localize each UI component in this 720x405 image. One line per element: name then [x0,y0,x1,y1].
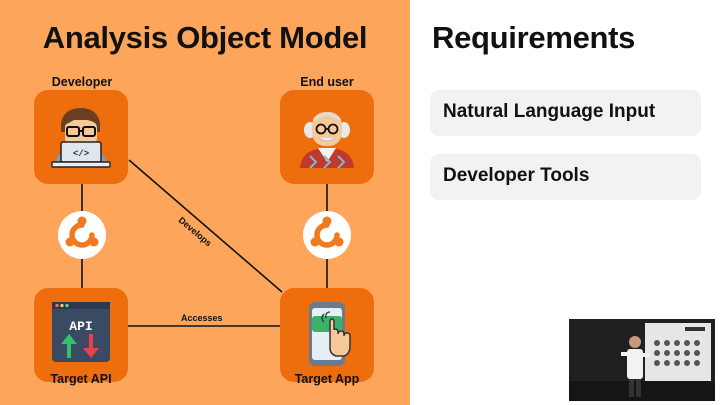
developer-node: </> [34,90,128,184]
requirement-label: Developer Tools [443,165,590,186]
end-user-node [280,90,374,184]
target-api-node: API [34,288,128,382]
accesses-edge-label: Accesses [181,313,223,323]
tap-phone-icon [309,302,351,366]
requirement-card: Natural Language Input [430,90,701,136]
speaker-video-frame [569,319,715,401]
target-app-node [280,288,374,382]
connector-logo-icon [303,211,351,259]
requirement-card: Developer Tools [430,154,701,200]
requirements-title: Requirements [432,20,636,55]
connector-logo-icon [58,211,106,259]
elderly-person-icon [300,112,354,169]
svg-text:</>: </> [73,149,89,159]
developer-to-app-line [128,159,283,293]
end-user-label: End user [300,75,354,89]
api-icon: API [52,302,110,362]
requirement-label: Natural Language Input [443,101,656,122]
diagram-connectors [81,159,328,327]
api-icon-text: API [69,319,92,334]
target-app-label: Target App [294,372,360,386]
developer-label: Developer [51,75,113,89]
developer-icon: </> [51,108,111,168]
speaker-video-inset [569,319,715,401]
target-api-label: Target API [50,372,112,386]
diagram-title: Analysis Object Model [42,20,368,55]
